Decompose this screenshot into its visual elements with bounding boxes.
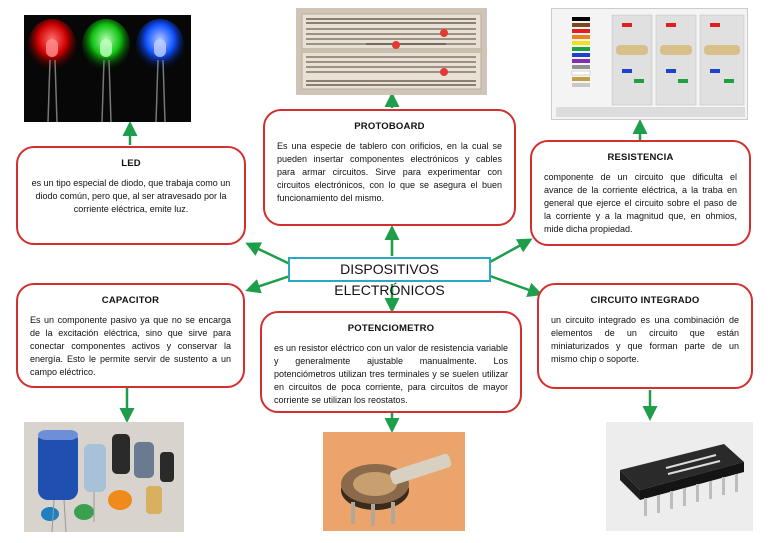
capacitor-description: Es un componente pasivo ya que no se enc… [30, 315, 231, 378]
led-card: LED es un tipo especial de diodo, que tr… [16, 146, 246, 245]
capacitor-card: CAPACITOR Es un componente pasivo ya que… [16, 283, 245, 388]
potenciometro-description: es un resistor eléctrico con un valor de… [274, 343, 508, 406]
resistencia-title: RESISTENCIA [607, 152, 674, 163]
led-title: LED [121, 158, 141, 169]
protoboard-title: PROTOBOARD [354, 121, 425, 132]
resistencia-description: componente de un circuito que dificulta … [544, 172, 737, 235]
circuito-card: CIRCUITO INTEGRADO un circuito integrado… [537, 283, 753, 389]
capacitors-image [24, 422, 184, 532]
arrow-to-capacitor [245, 274, 291, 294]
circuito-description: un circuito integrado es una combinación… [551, 315, 739, 365]
protoboard-description: Es una especie de tablero con orificios,… [277, 141, 502, 204]
central-topic: DISPOSITIVOS ELECTRÓNICOS [288, 257, 491, 298]
potenciometro-card: POTENCIOMETRO es un resistor eléctrico c… [260, 311, 522, 413]
led-image [24, 15, 191, 122]
arrow-to-circuito [489, 274, 543, 297]
arrow-to-led [245, 242, 291, 266]
protoboard-image [296, 8, 487, 95]
arrow-to-resistencia [489, 238, 533, 264]
resistor-chart-image [551, 8, 748, 120]
protoboard-card: PROTOBOARD Es una especie de tablero con… [263, 109, 516, 226]
resistencia-card: RESISTENCIA componente de un circuito qu… [530, 140, 751, 246]
capacitor-title: CAPACITOR [101, 295, 160, 306]
integrated-circuit-image [606, 422, 753, 531]
potentiometer-image [323, 432, 465, 531]
potenciometro-title: POTENCIOMETRO [347, 323, 435, 334]
circuito-title: CIRCUITO INTEGRADO [590, 295, 700, 306]
led-description: es un tipo especial de diodo, que trabaj… [31, 178, 231, 215]
